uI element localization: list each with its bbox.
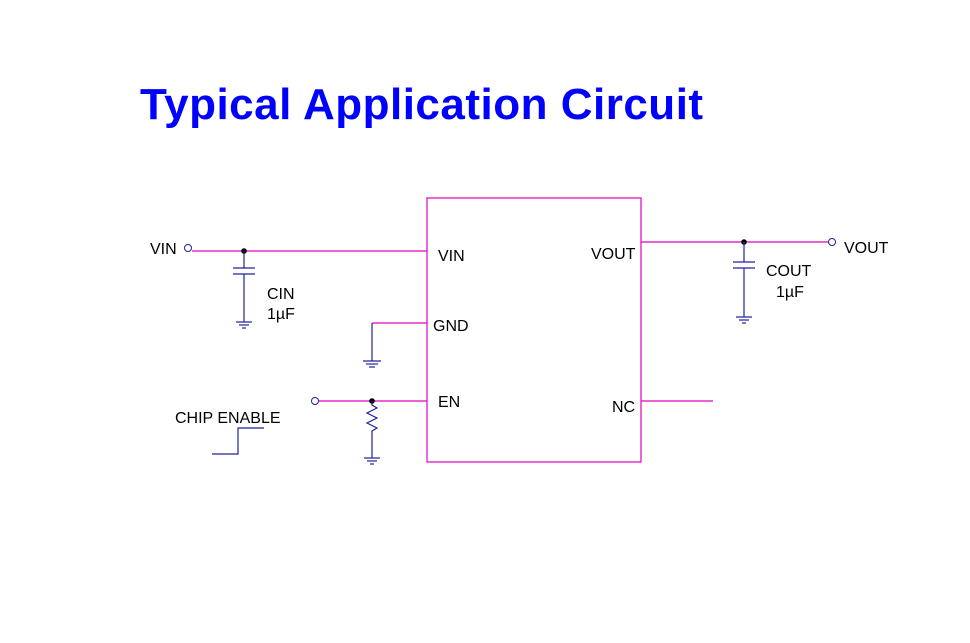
- vin-terminal-label: VIN: [150, 241, 177, 258]
- ic-body: [426, 197, 642, 463]
- pin-vout-label: VOUT: [591, 246, 636, 263]
- cin-ground-icon: [236, 321, 252, 329]
- pin-vin-label: VIN: [438, 248, 465, 265]
- pin-gnd-label: GND: [433, 318, 469, 335]
- cout-value-label: 1µF: [776, 284, 804, 301]
- en-pulldown-resistor: [365, 401, 379, 458]
- vout-terminal-label: VOUT: [844, 240, 889, 257]
- gnd-ground-icon: [363, 360, 381, 368]
- cin-value-label: 1µF: [267, 306, 295, 323]
- pin-en-label: EN: [438, 394, 460, 411]
- vin-terminal: [184, 244, 192, 252]
- en-terminal: [311, 397, 319, 405]
- pin-nc-label: NC: [612, 399, 635, 416]
- cin-capacitor: [233, 251, 255, 322]
- cout-ground-icon: [736, 316, 752, 324]
- en-ground-icon: [364, 457, 380, 465]
- chip-enable-step-icon: [212, 427, 264, 455]
- diagram-title: Typical Application Circuit: [140, 80, 704, 129]
- cin-name-label: CIN: [267, 286, 295, 303]
- vout-terminal: [828, 238, 836, 246]
- chip-enable-label: CHIP ENABLE: [175, 410, 281, 427]
- cout-name-label: COUT: [766, 263, 812, 280]
- cout-capacitor: [733, 242, 755, 317]
